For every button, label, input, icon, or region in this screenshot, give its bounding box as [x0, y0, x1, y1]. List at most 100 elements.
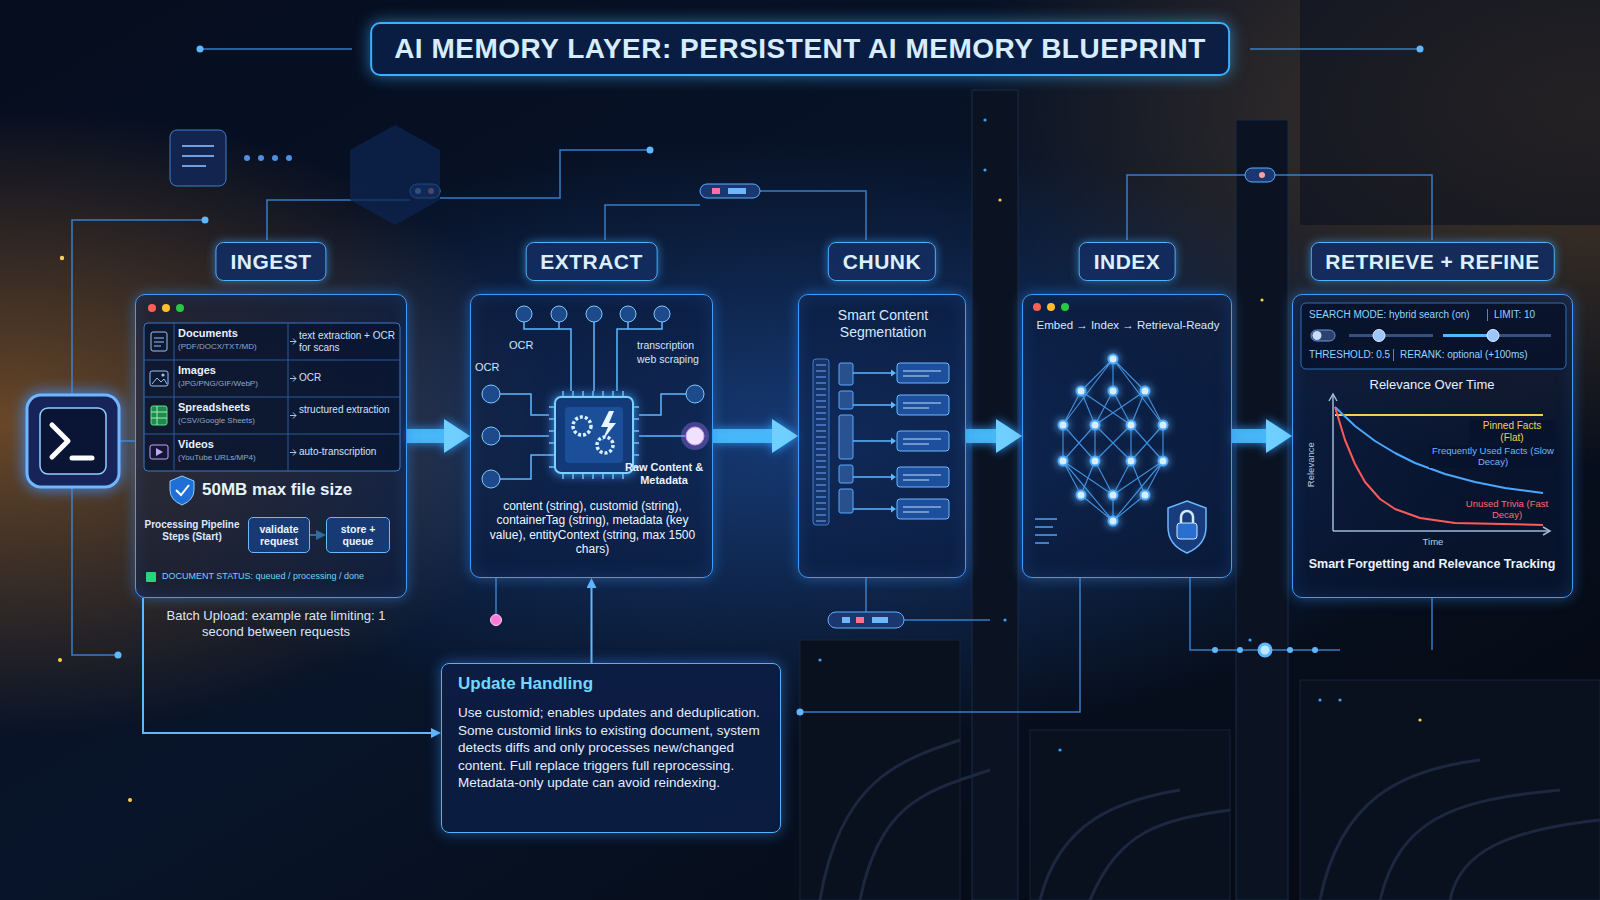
terminal-icon — [27, 395, 119, 487]
led — [60, 256, 64, 260]
document-icon — [151, 332, 167, 351]
pipeline-step: store + queue — [326, 517, 390, 553]
vector-node — [1059, 457, 1068, 466]
dot — [258, 155, 264, 161]
file-type: Images — [178, 364, 288, 377]
video-icon-play — [156, 448, 163, 456]
rack — [1300, 0, 1600, 225]
note-heading: Update Handling — [458, 674, 766, 694]
vector-node — [1091, 457, 1100, 466]
index-panel: INDEXEmbed → Index → Retrieval-Ready — [1022, 294, 1232, 578]
image-icon-mountain — [152, 378, 167, 384]
capsule — [1245, 168, 1275, 182]
axis-label: Relevance — [1305, 433, 1316, 497]
chunk — [897, 467, 949, 487]
status-icon — [146, 572, 156, 582]
io-circles — [482, 306, 709, 488]
chip — [728, 188, 746, 194]
wire — [267, 150, 650, 240]
slider-knob — [1487, 330, 1499, 342]
step-label: store + queue — [331, 523, 385, 547]
vector-node — [1159, 457, 1168, 466]
flow-arrow — [713, 429, 772, 443]
dot — [1417, 46, 1424, 53]
window-dot — [162, 304, 170, 312]
stage-heading: CHUNK — [828, 242, 936, 281]
processor-chip — [555, 397, 633, 473]
step-label: validate request — [253, 523, 305, 547]
document-icon-lines — [154, 338, 164, 346]
stage-heading: INGEST — [215, 242, 326, 281]
chunk-panel: CHUNKSmart Content Segmentation — [798, 294, 966, 578]
vector-node — [1141, 387, 1150, 396]
pinned-curve — [1335, 414, 1543, 416]
file-table — [144, 323, 400, 471]
setting: THRESHOLD: 0.5 — [1309, 349, 1391, 361]
image-icon-sun — [161, 373, 164, 376]
vector-node — [1127, 457, 1136, 466]
led — [1338, 698, 1341, 701]
slider-fill — [1443, 334, 1493, 337]
led — [1058, 748, 1061, 751]
dot — [797, 709, 804, 716]
dot — [1312, 647, 1318, 653]
dot — [115, 652, 122, 659]
vector-node — [1091, 421, 1100, 430]
chunk-lines — [903, 371, 941, 512]
chip — [856, 617, 864, 623]
rack-leds — [58, 198, 1422, 802]
vector-node — [1109, 355, 1118, 364]
gear — [573, 417, 591, 435]
source-column — [813, 359, 829, 525]
output-label: Raw Content & Metadata — [619, 461, 709, 487]
wire — [1127, 175, 1432, 240]
chart-title: Relevance Over Time — [1293, 377, 1571, 393]
segment — [839, 363, 853, 385]
lock-body — [1177, 523, 1197, 539]
capsule — [828, 612, 904, 628]
pipeline-caption: Processing Pipeline Steps (Start) — [140, 519, 244, 543]
source-label: OCR — [509, 339, 541, 352]
chunk-arrowheads — [891, 370, 896, 513]
text-ticks — [816, 365, 826, 521]
lock-shackle — [1181, 511, 1193, 523]
io-node — [482, 385, 500, 403]
doc-lines — [182, 146, 214, 166]
setting: RERANK: optional (+100ms) — [1393, 349, 1561, 361]
setting: SEARCH MODE: hybrid search (on) — [1309, 309, 1485, 321]
axis-label: Time — [1413, 536, 1453, 547]
segment — [839, 465, 853, 483]
file-type: Videos — [178, 438, 288, 451]
led — [1418, 718, 1421, 721]
stage-heading: INDEX — [1079, 242, 1176, 281]
chip — [842, 617, 850, 623]
retrieve-panel: RETRIEVE + REFINESEARCH MODE: hybrid sea… — [1292, 294, 1573, 598]
processing-method: structured extraction — [299, 404, 395, 416]
window-dot — [1047, 303, 1055, 311]
led — [1003, 618, 1006, 621]
chunk — [897, 395, 949, 415]
rack — [972, 90, 1018, 900]
processing-method: OCR — [299, 372, 395, 384]
file-formats: (YouTube URLs/MP4) — [178, 453, 288, 463]
shield-icon — [170, 476, 194, 505]
io-node — [586, 306, 602, 322]
vector-node — [1077, 387, 1086, 396]
curve-label: Frequently Used Facts (Slow Decay) — [1429, 445, 1557, 468]
security-shield — [1168, 501, 1206, 553]
led — [983, 168, 986, 171]
chunk-arrows — [853, 373, 891, 509]
source-label: OCR — [475, 361, 509, 374]
window-dot — [1061, 303, 1069, 311]
size-limit: 50MB max file size — [202, 480, 402, 500]
connector-line — [143, 598, 431, 733]
chart-caption: Smart Forgetting and Relevance Tracking — [1293, 557, 1571, 572]
slider-knob — [1373, 330, 1385, 342]
output-glow — [681, 422, 709, 450]
vector-node — [1141, 491, 1150, 500]
chunk — [897, 499, 949, 519]
